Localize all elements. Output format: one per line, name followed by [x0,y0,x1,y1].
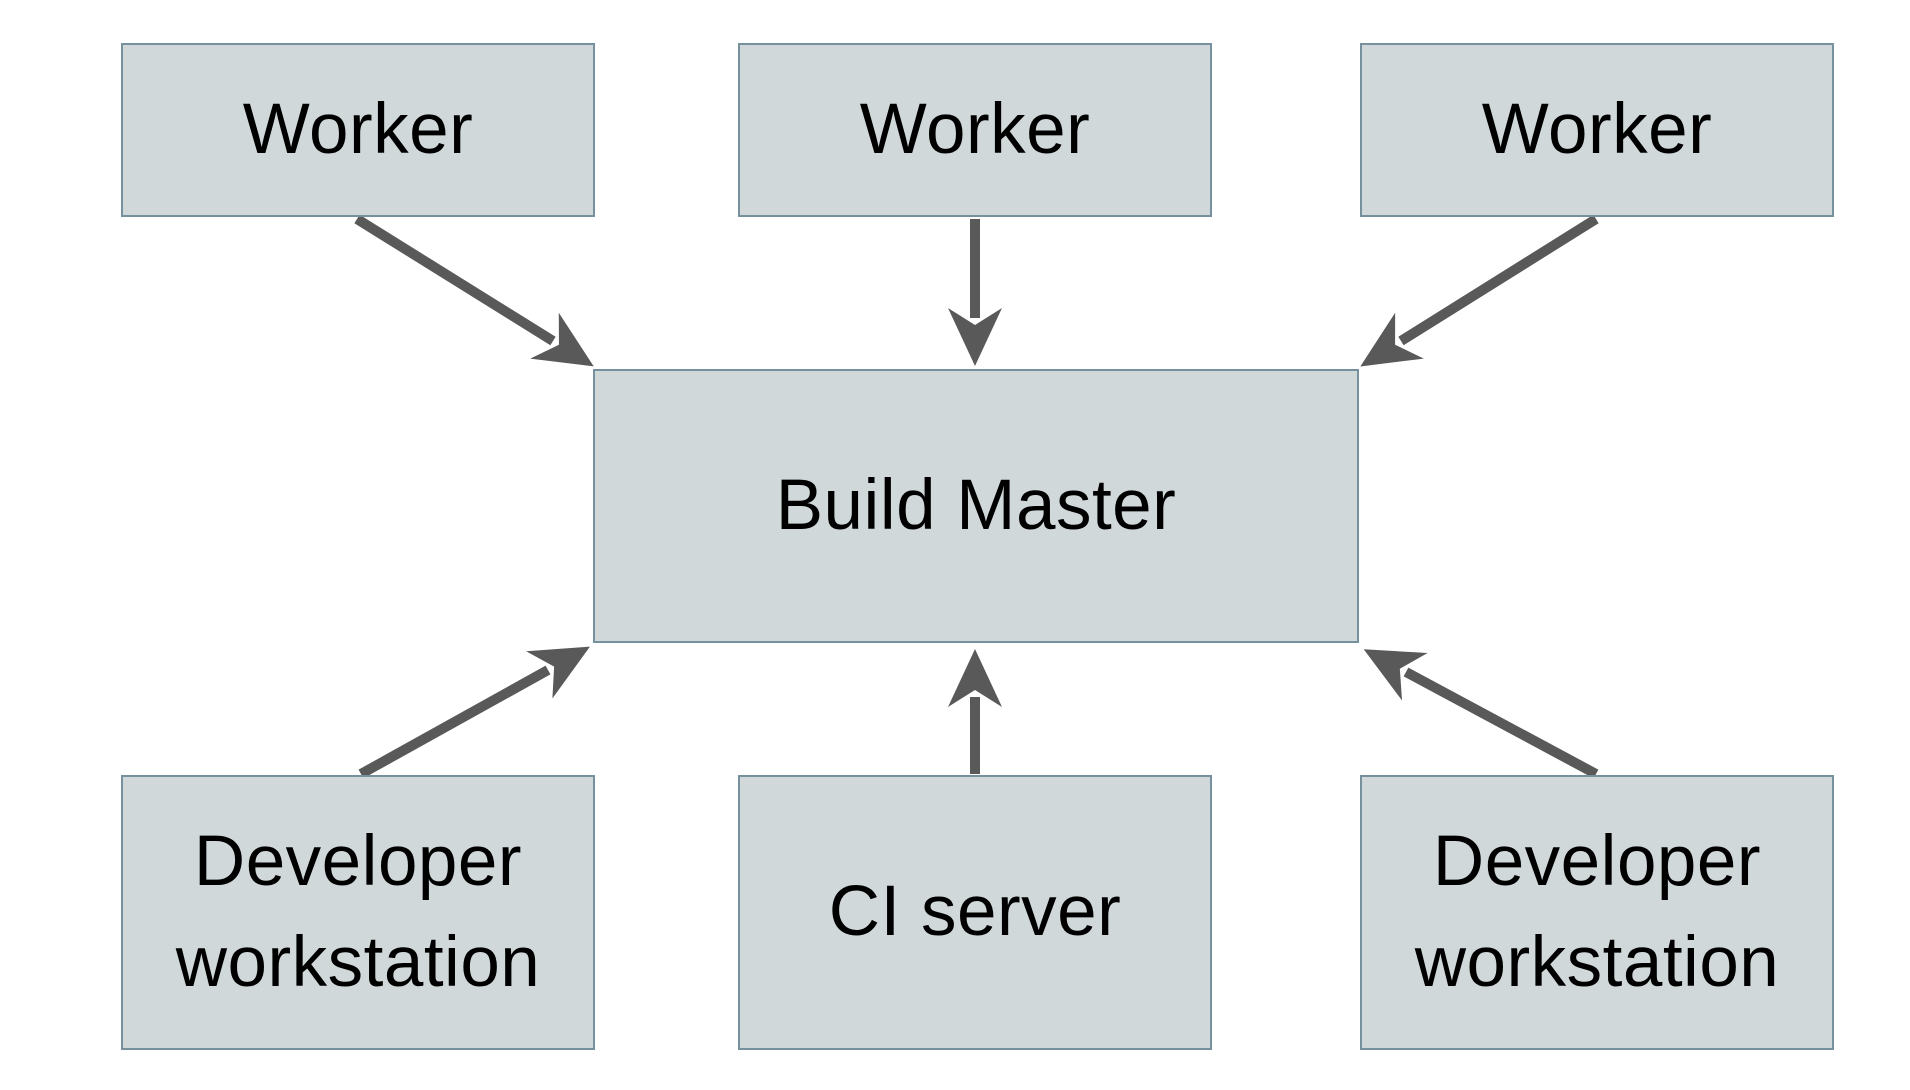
node-worker-3: Worker [1360,43,1834,217]
node-label-worker-2: Worker [859,89,1091,169]
node-ci-server: CI server [738,775,1212,1050]
node-label-build-master: Build Master [775,465,1177,545]
arrow-developer-workstation-left-to-build-master [358,646,590,779]
node-build-master: Build Master [593,369,1359,643]
node-worker-1: Worker [121,43,595,217]
node-label-worker-1: Worker [242,89,474,169]
node-worker-2: Worker [738,43,1212,217]
arrow-worker-3-to-build-master [1360,214,1599,367]
node-label-worker-3: Worker [1481,89,1713,169]
node-label-ci-server: CI server [828,872,1122,952]
node-developer-workstation-right: Developer workstation [1360,775,1834,1050]
arrow-developer-workstation-right-to-build-master [1363,649,1599,779]
node-label-developer-workstation-left: Developer workstation [175,821,541,1002]
arrow-worker-1-to-build-master [354,214,594,367]
node-label-developer-workstation-right: Developer workstation [1414,821,1780,1002]
node-developer-workstation-left: Developer workstation [121,775,595,1050]
